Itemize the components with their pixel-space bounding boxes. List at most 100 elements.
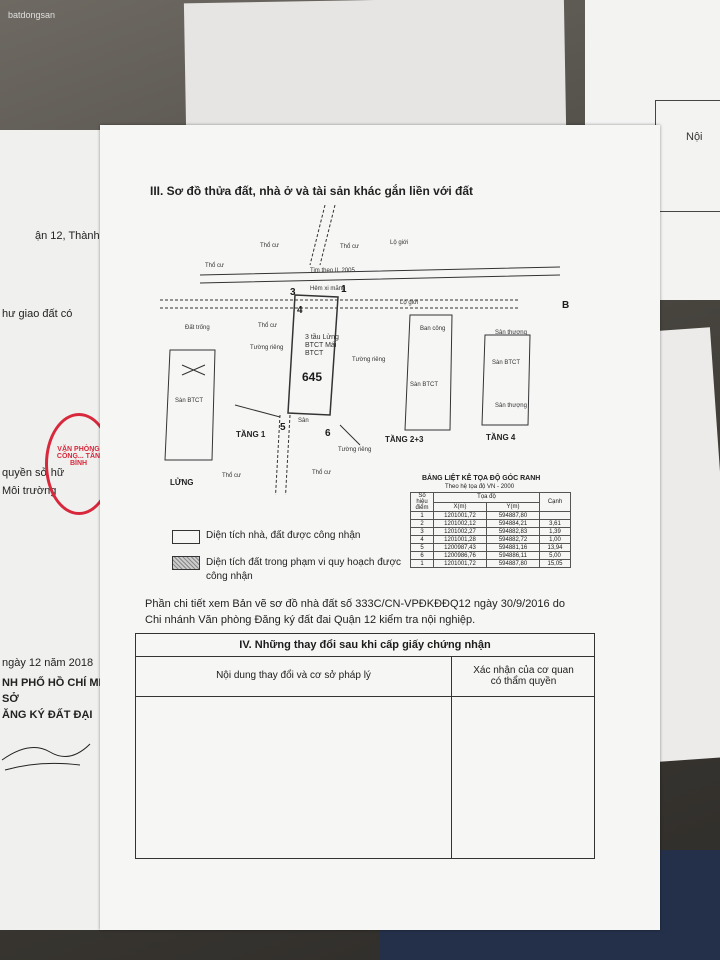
label-ban-cong: Ban công: [420, 326, 446, 332]
stamp-text: VĂN PHÒNG CÔNG... TÂN BÌNH: [56, 446, 101, 467]
section-4-col-confirm-line1: Xác nhận của cơ quan: [473, 665, 574, 676]
section-4-divider: [451, 696, 452, 858]
col-header-group: Tọa độ: [433, 492, 540, 503]
label-tho-cu-2: Thổ cư: [340, 244, 360, 250]
section-3-title: III. Sơ đồ thửa đất, nhà ở và tài sản kh…: [150, 184, 474, 198]
cell: 1: [410, 559, 434, 568]
cell: 594886,11: [486, 551, 540, 560]
left-text-5: ngày 12 năm 2018: [2, 657, 94, 669]
cell: 15,05: [539, 559, 571, 568]
cell: 1,39: [539, 527, 571, 536]
label-san-thuong-1: Sân thượng: [495, 330, 527, 336]
floor-2-3-label: TẦNG 2+3: [385, 435, 424, 444]
cell: 3: [410, 527, 434, 536]
label-lo-gioi-1: Lộ giới: [390, 240, 409, 246]
lot-number: 645: [302, 370, 323, 384]
parcel-diagram: [160, 205, 561, 495]
cell: 594887,80: [486, 511, 540, 520]
label-building: 3 tầu Lửng BTCT Mái BTCT: [305, 334, 339, 357]
left-text-1: ận 12, Thành: [35, 230, 100, 242]
coord-table-title: BẢNG LIỆT KÊ TỌA ĐỘ GÓC RANH: [422, 475, 541, 482]
floor-1-label: TẦNG 1: [236, 430, 266, 439]
label-tho-cu-4: Thổ cư: [258, 323, 278, 329]
point-6: 6: [325, 428, 331, 439]
label-hem: Hẻm xi măng: [310, 286, 346, 292]
point-3: 3: [290, 287, 296, 298]
label-dat-trong: Đất trống: [185, 325, 210, 331]
label-san-btct-2: Sàn BTCT: [410, 382, 439, 388]
label-tho-cu-3: Thổ cư: [205, 263, 225, 269]
left-text-7: SỞ: [2, 693, 19, 705]
point-1: 1: [341, 284, 347, 295]
mezzanine-label: LỬNG: [170, 478, 194, 487]
cell: 13,94: [539, 543, 571, 552]
label-san-btct-3: Sàn BTCT: [492, 360, 521, 366]
section-4-col-content: Nội dung thay đổi và cơ sở pháp lý: [136, 656, 451, 697]
right-sheet-box: Nội: [655, 100, 720, 212]
legend-swatch-planning: [172, 556, 200, 570]
label-tho-cu-5: Thổ cư: [222, 473, 242, 479]
label-san-thuong-2: Sân thượng: [495, 403, 527, 409]
cell: 2: [410, 519, 434, 528]
note-line-1: Phần chi tiết xem Bản vẽ sơ đồ nhà đất s…: [145, 598, 565, 610]
section-4-col-confirm-line2: có thẩm quyền: [490, 676, 557, 687]
legend-text-recognized: Diện tích nhà, đất được công nhận: [206, 530, 361, 541]
background-paper: [183, 0, 567, 134]
col-header-x: X(m): [433, 501, 487, 512]
cell: 4: [410, 535, 434, 544]
coord-table-subtitle: Theo hệ tọa độ VN - 2000: [445, 484, 515, 490]
cell: [539, 511, 571, 520]
col-header-y: Y(m): [486, 501, 540, 512]
left-text-6: NH PHỐ HỒ CHÍ MINH: [2, 677, 118, 689]
floor-4-label: TẦNG 4: [486, 433, 516, 442]
cell: 594887,80: [486, 559, 540, 568]
cell: 1201001,72: [433, 559, 487, 568]
col-header-point: Số hiệu điểm: [410, 492, 434, 512]
cell: 1,00: [539, 535, 571, 544]
cell: 3,61: [539, 519, 571, 528]
section-4-title: IV. Những thay đổi sau khi cấp giấy chứn…: [136, 634, 594, 657]
left-text-4: Môi trường: [2, 485, 57, 497]
label-san-btct-1: Sàn BTCT: [175, 398, 204, 404]
left-text-8: ĂNG KÝ ĐẤT ĐẠI: [2, 709, 93, 721]
label-lo-gioi-2: Lộ giới: [400, 300, 419, 306]
label-tuong-rieng-1: Tường riêng: [250, 345, 284, 351]
right-letter: B: [562, 300, 570, 311]
label-road: Tim theo II, 2005: [310, 268, 355, 274]
legend-swatch-recognized: [172, 530, 200, 544]
cell: 5: [410, 543, 434, 552]
cell: 1201001,28: [433, 535, 487, 544]
cell: 1200987,43: [433, 543, 487, 552]
cell: 1200986,76: [433, 551, 487, 560]
cell: 1: [410, 511, 434, 520]
cell: 1201001,72: [433, 511, 487, 520]
label-tho-cu-1: Thổ cư: [260, 243, 280, 249]
section-4-table: IV. Những thay đổi sau khi cấp giấy chứn…: [135, 633, 595, 859]
cell: 5,00: [539, 551, 571, 560]
right-sheet-label: Nội: [686, 131, 703, 143]
cell: 594881,16: [486, 543, 540, 552]
label-tho-cu-6: Thổ cư: [312, 470, 332, 476]
signature: [1, 743, 91, 771]
col-header-edge: Cạnh: [539, 492, 571, 512]
cell: 594882,72: [486, 535, 540, 544]
point-4: 4: [297, 305, 303, 316]
cell: 594884,21: [486, 519, 540, 528]
cell: 594882,83: [486, 527, 540, 536]
label-tuong-rieng-3: Tường riêng: [338, 447, 372, 453]
note-line-2: Chi nhánh Văn phòng Đăng ký đất đai Quận…: [145, 614, 476, 626]
cell: 1201002,27: [433, 527, 487, 536]
label-tuong-rieng-2: Tường riêng: [352, 357, 386, 363]
legend-text-planning: Diện tích đất trong phạm vi quy hoạch đư…: [206, 557, 402, 582]
cell: 6: [410, 551, 434, 560]
watermark: batdongsan: [8, 10, 56, 20]
section-4-col-confirm: Xác nhận của cơ quan có thẩm quyền: [451, 656, 595, 697]
